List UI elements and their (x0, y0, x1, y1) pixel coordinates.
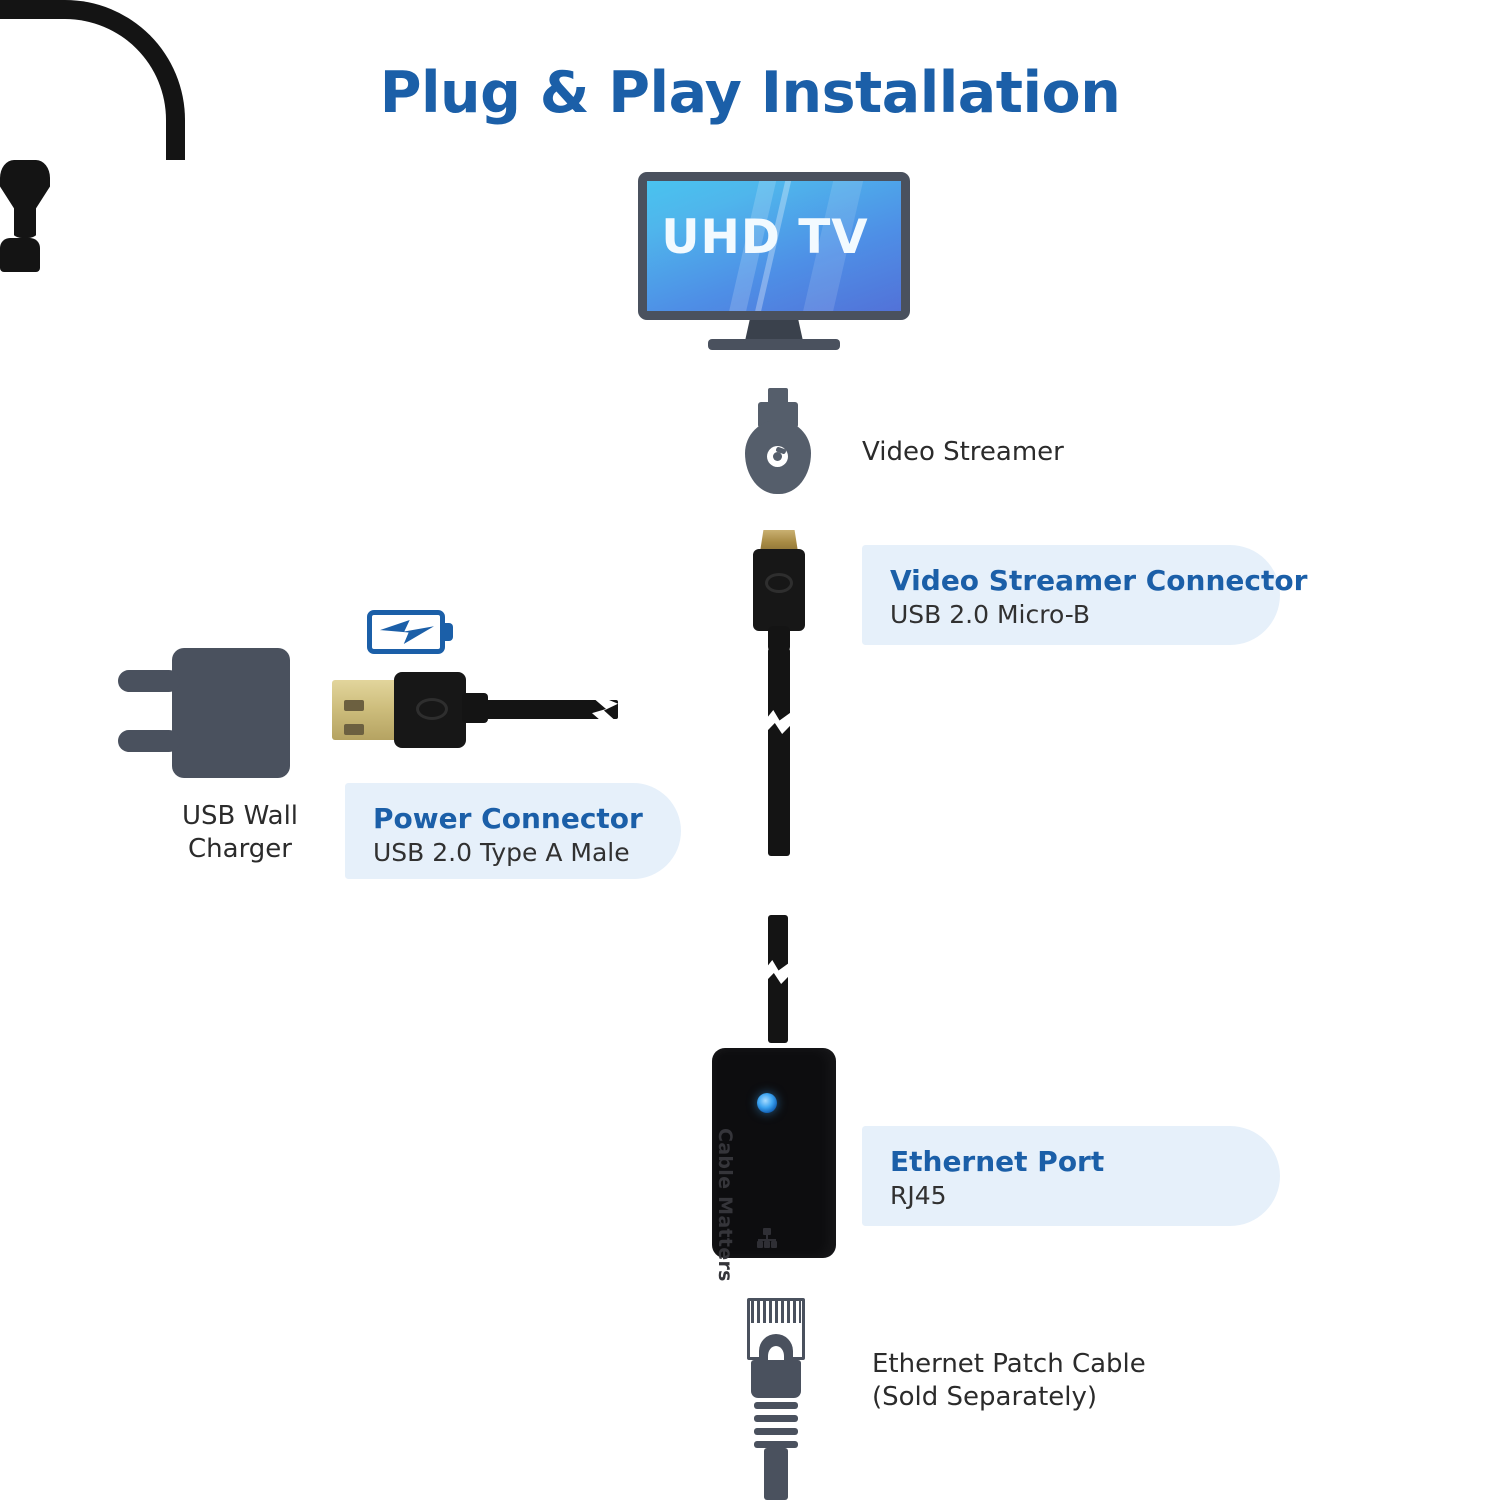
callout-video-streamer-connector: Video Streamer Connector USB 2.0 Micro-B (862, 545, 1308, 645)
tv-stand-neck (745, 320, 803, 341)
rj45-cord (764, 1448, 788, 1500)
usb-a-contact-slot (344, 724, 364, 735)
micro-b-housing (753, 549, 805, 631)
cable-y-splitter (0, 160, 50, 238)
micro-b-metal-tip (760, 530, 798, 552)
usb-a-contact-slot (344, 700, 364, 711)
video-streamer-label: Video Streamer (862, 437, 1064, 467)
charger-prong (118, 670, 180, 692)
uhd-tv-icon: UHD TV (638, 172, 910, 352)
battery-terminal (445, 623, 453, 641)
video-streamer-dongle-icon (745, 388, 811, 496)
callout-subtitle: USB 2.0 Type A Male (373, 838, 630, 868)
callout-title: Video Streamer Connector (890, 564, 1308, 597)
micro-b-strain-relief (768, 626, 790, 652)
ethernet-patch-cable-label: Ethernet Patch Cable (Sold Separately) (872, 1349, 1146, 1413)
chromecast-logo-icon (767, 446, 788, 467)
charger-body (172, 648, 290, 778)
status-led-indicator (757, 1093, 777, 1113)
cable-matters-brand-text: Cable Matters (714, 1128, 736, 1282)
callout-power-connector: Power Connector USB 2.0 Type A Male (345, 783, 681, 879)
rj45-patch-cable-icon (733, 1298, 819, 1500)
usb-a-strain-relief (462, 693, 488, 723)
tv-screen (647, 181, 901, 311)
rj45-boot (751, 1360, 801, 1398)
page-title: Plug & Play Installation (379, 60, 1121, 126)
callout-ethernet-port: Ethernet Port RJ45 (862, 1126, 1280, 1226)
rj45-boot-rib (754, 1402, 798, 1409)
callout-title: Power Connector (373, 802, 643, 835)
ethernet-adapter-body (712, 1048, 836, 1258)
battery-charging-icon (367, 610, 455, 654)
usb-wall-charger-label: USB Wall Charger (181, 801, 299, 865)
usb-a-metal-shell (332, 680, 400, 740)
usb-wall-charger-icon (118, 648, 290, 778)
hdmi-plug-icon (768, 388, 788, 406)
cable-matters-logo-icon (416, 698, 448, 720)
usb-type-a-connector-icon (332, 672, 488, 748)
usb-micro-b-connector-icon (752, 530, 806, 652)
rj45-boot-rib (754, 1415, 798, 1422)
callout-subtitle: RJ45 (890, 1181, 947, 1211)
ethernet-port-glyph-icon (757, 1228, 777, 1250)
callout-subtitle: USB 2.0 Micro-B (890, 600, 1090, 630)
tv-bezel: UHD TV (638, 172, 910, 320)
callout-title: Ethernet Port (890, 1145, 1105, 1178)
adapter-strain-relief (0, 238, 40, 272)
rj45-boot-rib (754, 1441, 798, 1448)
rj45-pins (751, 1301, 801, 1323)
power-lead-cable (468, 700, 618, 719)
charger-prong (118, 730, 180, 752)
tv-screen-label: UHD TV (661, 209, 869, 265)
main-cable (768, 648, 790, 856)
rj45-boot-rib (754, 1428, 798, 1435)
tv-stand-base (708, 339, 840, 350)
